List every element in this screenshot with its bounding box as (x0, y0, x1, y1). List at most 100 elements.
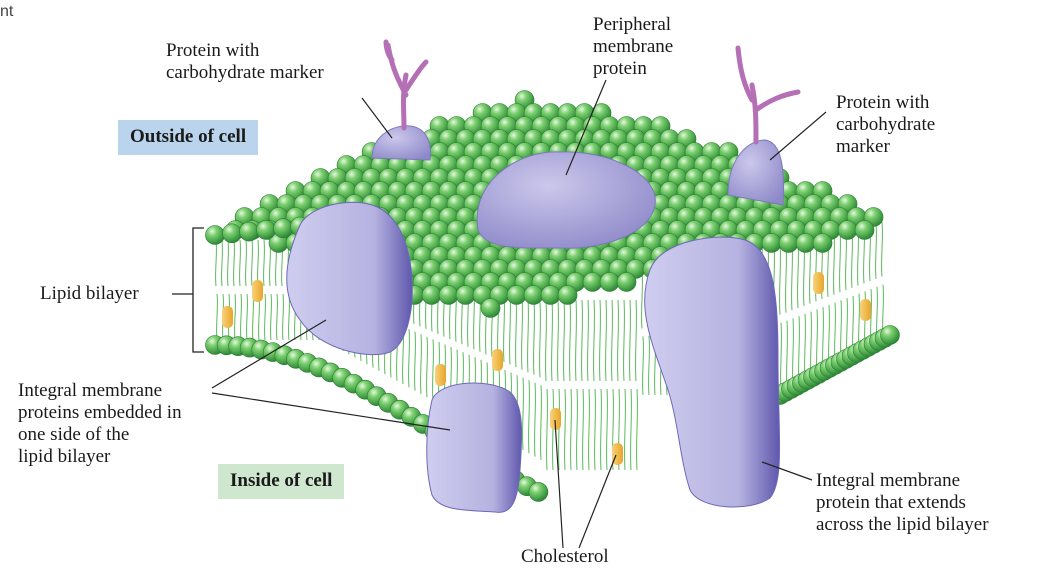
lipid-tail (289, 294, 290, 340)
lipid-tail (217, 294, 218, 340)
lipid-tail (264, 240, 265, 286)
integral-protein-lower (427, 383, 522, 512)
lipid-tail (571, 389, 572, 470)
lipid-head (838, 221, 857, 240)
lipid-tail (552, 300, 553, 381)
lipid-tail (253, 294, 254, 340)
lipid-head (223, 224, 242, 243)
lipid-tail (588, 300, 589, 381)
lipid-head (206, 226, 225, 245)
lipid-tail (882, 222, 883, 277)
lipid-head (439, 286, 458, 305)
lipid-tail (643, 336, 644, 395)
lipid-tail (516, 296, 517, 368)
lipid-tail (595, 389, 596, 470)
label-peripheral-membrane-protein: Peripheral membrane protein (593, 14, 673, 80)
label-lipid-bilayer: Lipid bilayer (40, 283, 139, 305)
lipid-head (779, 234, 798, 253)
lipid-tail (234, 240, 235, 286)
lipid-tail (631, 389, 632, 470)
lipid-tail (630, 300, 631, 381)
lipid-tail (510, 294, 511, 365)
lipid-tail (529, 380, 530, 453)
lipid-tail (522, 297, 523, 369)
lipid-tail (241, 294, 242, 340)
lipid-tail (222, 240, 223, 286)
lipid-tail (600, 300, 601, 381)
lipid-tail (265, 294, 266, 340)
label-cholesterol: Cholesterol (521, 546, 609, 568)
lipid-tail (642, 270, 643, 329)
label-protein-carbohydrate-left: Protein with carbohydrate marker (166, 40, 324, 84)
lipid-tail (540, 303, 541, 378)
lipid-tail (624, 300, 625, 381)
lipid-tail (606, 300, 607, 381)
lipid-tail (582, 300, 583, 381)
lipid-tail (625, 389, 626, 470)
lipid-tail (541, 385, 542, 460)
lipid-tail (547, 389, 548, 470)
lipid-tail (427, 337, 428, 397)
label-protein-carbohydrate-right: Protein with carbohydrate marker (836, 92, 935, 158)
lipid-tail (780, 242, 781, 314)
carbohydrate-marker-left (386, 42, 426, 128)
lipid-tail (840, 230, 841, 292)
lipid-head (529, 482, 548, 501)
lipid-tail (565, 389, 566, 470)
lipid-tail (636, 300, 637, 381)
lipid-tail (535, 383, 536, 457)
lipid-tail (228, 240, 229, 286)
label-integral-across: Integral membrane protein that extends a… (816, 470, 989, 536)
lipid-head (600, 273, 619, 292)
lipid-head (558, 286, 577, 305)
lipid-tail (834, 231, 835, 294)
lipid-tail (649, 336, 650, 395)
lipid-tail (594, 300, 595, 381)
lipid-head (855, 221, 874, 240)
lipid-tail (235, 294, 236, 340)
lipid-bilayer-bracket (172, 228, 204, 352)
lipid-tail (433, 339, 434, 400)
corner-text-fragment: nt (0, 3, 13, 21)
lipid-tail (415, 332, 416, 391)
lipid-tail (528, 299, 529, 372)
carb-protein-left (372, 126, 430, 160)
lipid-head (813, 234, 832, 253)
label-integral-one-side: Integral membrane proteins embedded in o… (18, 380, 182, 468)
lipid-head (524, 286, 543, 305)
lipid-head (796, 234, 815, 253)
lipid-tail (577, 389, 578, 470)
lipid-tail (637, 389, 638, 470)
lipid-tail (246, 240, 247, 286)
lipid-tail (240, 240, 241, 286)
lipid-head (481, 299, 500, 318)
lipid-tail (570, 300, 571, 381)
lipid-tail (607, 389, 608, 470)
lipid-tail (247, 294, 248, 340)
inside-of-cell-label: Inside of cell (218, 464, 344, 499)
lipid-tail (564, 300, 565, 381)
lipid-tail (576, 300, 577, 381)
lipid-tail (876, 223, 877, 279)
lipid-head (240, 222, 259, 241)
lipid-tail (534, 301, 535, 375)
lipid-tail (258, 240, 259, 286)
lipid-head (456, 286, 475, 305)
lipid-head (583, 273, 602, 292)
lipid-head (274, 219, 293, 238)
lipid-head (507, 286, 526, 305)
lipid-tail (421, 334, 422, 394)
lipid-head (617, 273, 636, 292)
lipid-head (257, 220, 276, 239)
carbohydrate-marker-right (738, 48, 798, 142)
lipid-tail (558, 300, 559, 381)
lipid-head (762, 234, 781, 253)
outside-of-cell-label: Outside of cell (118, 120, 258, 155)
lipid-tail (523, 378, 524, 450)
lipid-tail (601, 389, 602, 470)
lipid-tail (277, 294, 278, 340)
lipid-tail (618, 300, 619, 381)
lipid-tail (409, 329, 410, 387)
lipid-tail (583, 389, 584, 470)
lipid-tail (546, 300, 547, 381)
